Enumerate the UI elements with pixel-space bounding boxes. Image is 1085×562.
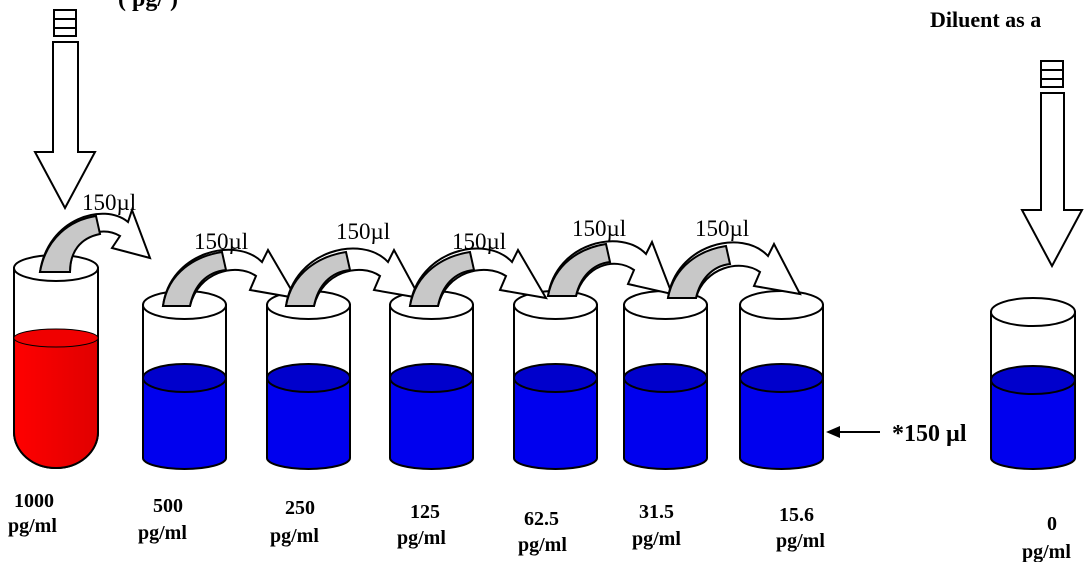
header-left-title: ( pg/ ) (118, 0, 178, 12)
transfer-label-4: 150µl (452, 229, 506, 254)
conc-value-15-6: 15.6 (779, 504, 814, 526)
vial-cap-icon-right (1040, 60, 1064, 88)
tube-125 (389, 290, 474, 470)
conc-unit-1000: pg/ml (8, 515, 57, 537)
conc-value-62-5: 62.5 (524, 508, 559, 530)
vial-cap-icon-left (53, 9, 77, 37)
conc-value-31-5: 31.5 (639, 501, 674, 523)
conc-unit-125: pg/ml (397, 527, 446, 549)
conc-unit-0: pg/ml (1022, 541, 1071, 562)
tube-31-5 (623, 290, 708, 470)
header-right-title: Diluent as a (930, 7, 1041, 32)
volume-note: *150 µl (892, 421, 967, 447)
transfer-label-2: 150µl (194, 229, 248, 254)
transfer-arc-4 (408, 247, 548, 307)
conc-value-500: 500 (153, 495, 183, 517)
conc-unit-31-5: pg/ml (632, 528, 681, 550)
conc-unit-15-6: pg/ml (776, 530, 825, 552)
conc-value-250: 250 (285, 497, 315, 519)
transfer-arc-5 (546, 239, 674, 297)
conc-unit-250: pg/ml (270, 525, 319, 547)
tube-15-6 (739, 290, 824, 470)
transfer-arc-2 (161, 247, 298, 307)
conc-unit-500: pg/ml (138, 522, 187, 544)
tube-stock (13, 254, 99, 469)
transfer-arc-1 (38, 207, 152, 273)
volume-pointer-arrow (826, 426, 880, 438)
tube-blank (990, 297, 1076, 470)
conc-value-1000: 1000 (14, 490, 54, 512)
transfer-label-1: 150µl (82, 190, 136, 215)
conc-value-0: 0 (1047, 513, 1057, 535)
conc-unit-62-5: pg/ml (518, 534, 567, 556)
add-standard-arrow (33, 41, 97, 211)
tube-62-5 (513, 290, 598, 470)
tube-500 (142, 290, 227, 470)
transfer-label-6: 150µl (695, 216, 749, 241)
transfer-label-5: 150µl (572, 216, 626, 241)
conc-value-125: 125 (410, 501, 440, 523)
tube-250 (266, 290, 351, 470)
transfer-label-3: 150µl (336, 219, 390, 244)
add-diluent-arrow (1020, 92, 1084, 269)
transfer-arc-3 (284, 247, 422, 307)
transfer-arc-6 (666, 241, 802, 299)
